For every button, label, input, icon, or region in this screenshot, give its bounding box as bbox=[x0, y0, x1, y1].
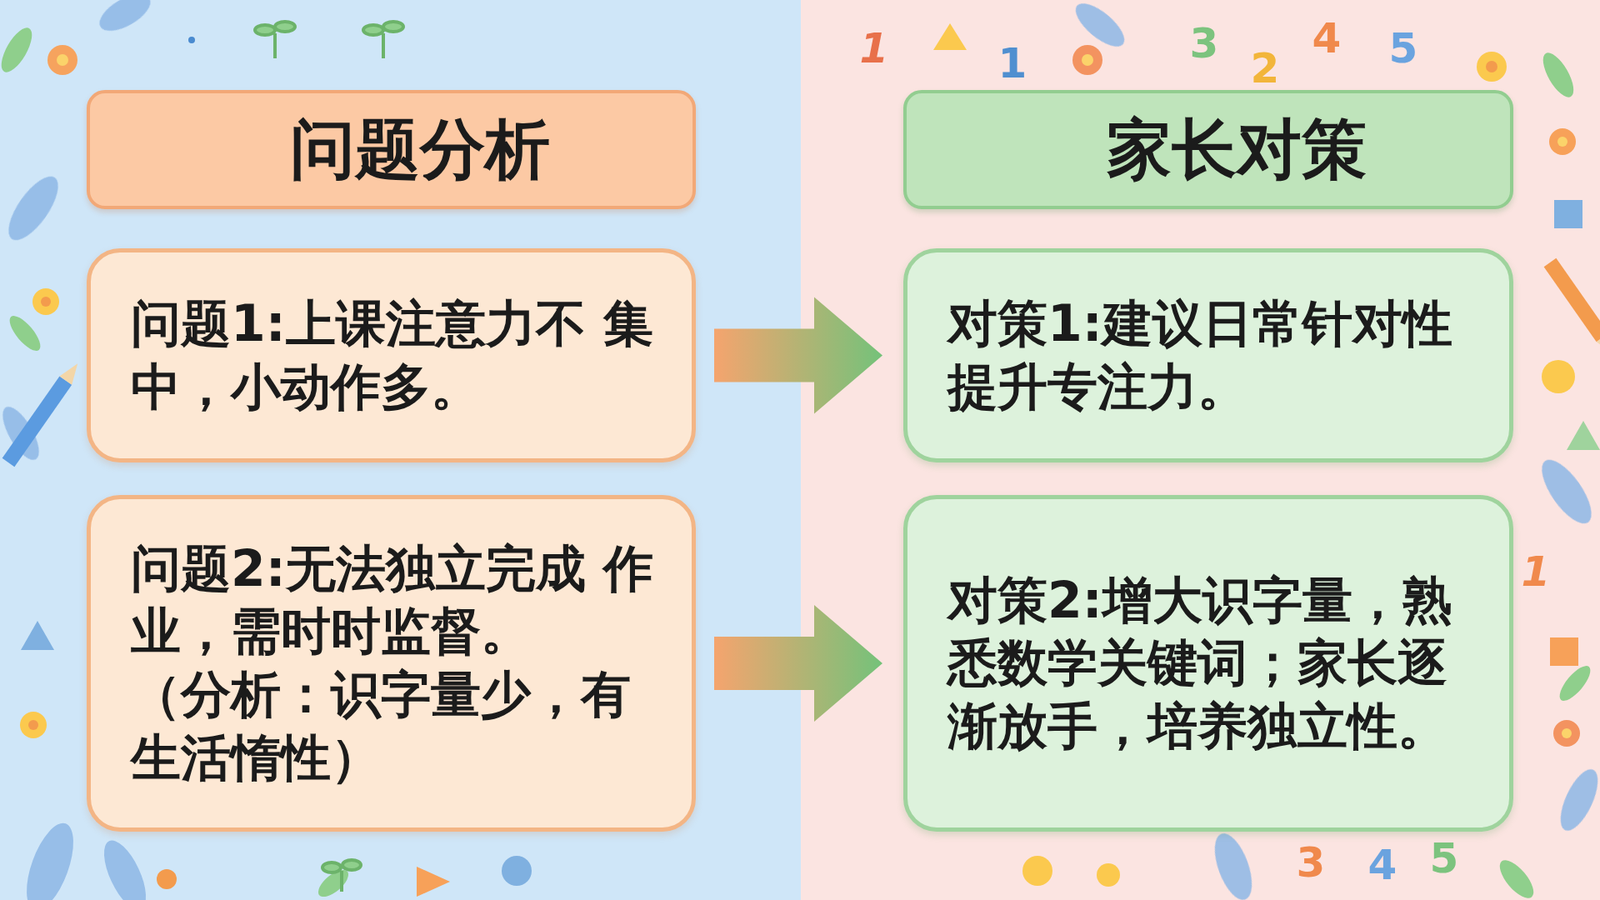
shapes bbox=[20, 23, 1600, 897]
decor-number: 5 bbox=[1430, 834, 1460, 883]
decor-number: 3 bbox=[1296, 838, 1326, 887]
header-box: 问题分析 bbox=[86, 90, 696, 210]
decor-number: 4 bbox=[1312, 14, 1342, 63]
decor-number: 4 bbox=[1368, 840, 1398, 890]
right-ground bbox=[800, 0, 1600, 900]
decor-number: 1 bbox=[1521, 547, 1551, 596]
green-leaves bbox=[0, 23, 1595, 900]
note-text: （分析：识字量少，有 生活惰性） bbox=[130, 663, 659, 790]
flow-arrow bbox=[714, 297, 883, 415]
decor-number: 5 bbox=[1389, 24, 1419, 73]
box-text: 对策1:建议日常针对性 提升专注力。 bbox=[947, 292, 1476, 419]
decor-number: 1 bbox=[998, 39, 1028, 88]
box-text: 家长对策 bbox=[906, 114, 1510, 186]
flowers bbox=[20, 45, 1580, 890]
flow-arrow bbox=[714, 605, 883, 722]
box-text: 对策2:增大识字量，熟 悉数学关键词；家长逐 渐放手，培养独立性。 bbox=[947, 569, 1476, 759]
strategy-box: 对策1:建议日常针对性 提升专注力。 bbox=[903, 248, 1514, 463]
left-ground bbox=[0, 0, 801, 900]
box-text: 问题分析 bbox=[90, 114, 693, 186]
problem-box: 问题2:无法独立完成 作业，需时时监督。（分析：识字量少，有 生活惰性） bbox=[86, 495, 696, 832]
decor-number: 1 bbox=[860, 24, 890, 73]
problem-box: 问题1:上课注意力不 集中，小动作多。 bbox=[86, 248, 696, 463]
header-box: 家长对策 bbox=[903, 90, 1514, 210]
decor-number: 3 bbox=[1190, 19, 1220, 68]
strategy-box: 对策2:增大识字量，熟 悉数学关键词；家长逐 渐放手，培养独立性。 bbox=[903, 495, 1514, 832]
box-text: 问题2:无法独立完成 作业，需时时监督。 bbox=[130, 537, 659, 664]
box-text: 问题1:上课注意力不 集中，小动作多。 bbox=[130, 292, 659, 419]
decor-number: 2 bbox=[1250, 44, 1280, 93]
